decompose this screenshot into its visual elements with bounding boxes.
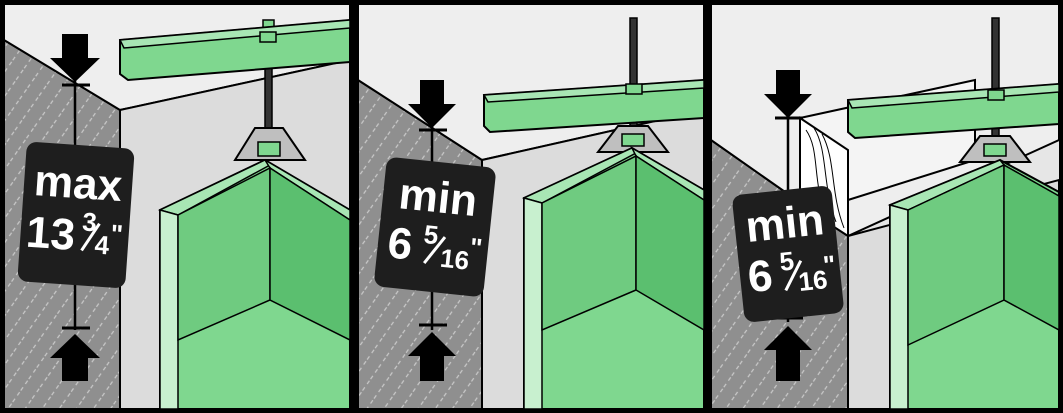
panel-frame-2	[354, 0, 708, 413]
fraction-denominator: 4	[94, 229, 111, 260]
dimension-qualifier: min	[397, 169, 480, 226]
arrow-up-icon	[408, 332, 456, 381]
arrow-up-icon	[764, 326, 812, 381]
inch-mark: "	[822, 249, 837, 280]
panel-2: min 6 5 16 "	[358, 4, 704, 409]
inch-mark: "	[110, 218, 124, 249]
arrow-down-icon	[764, 70, 812, 118]
dimension-label	[374, 157, 496, 297]
dimension-qualifier: max	[33, 156, 125, 211]
panel-frame-1	[0, 0, 354, 413]
dimension-value: 6	[745, 251, 774, 302]
fraction-numerator: 5	[422, 219, 440, 250]
dimension-value: 13	[25, 208, 77, 260]
dimension-label	[732, 186, 844, 322]
arrow-down-icon	[408, 80, 456, 128]
arrow-down-icon	[50, 34, 100, 82]
panel-1: max 13 3 4 "	[4, 4, 350, 409]
panel-3: min 6 5 16 "	[711, 4, 1059, 409]
dimension-qualifier: min	[743, 195, 826, 252]
inch-mark: "	[468, 232, 483, 263]
dimension-label	[17, 142, 135, 288]
fraction-numerator: 5	[778, 245, 796, 276]
dimension-value: 6	[385, 218, 414, 269]
fraction-denominator: 16	[439, 243, 471, 276]
panel-frame-3	[707, 0, 1063, 413]
fraction-denominator: 16	[797, 264, 829, 297]
arrow-up-icon	[50, 334, 100, 381]
